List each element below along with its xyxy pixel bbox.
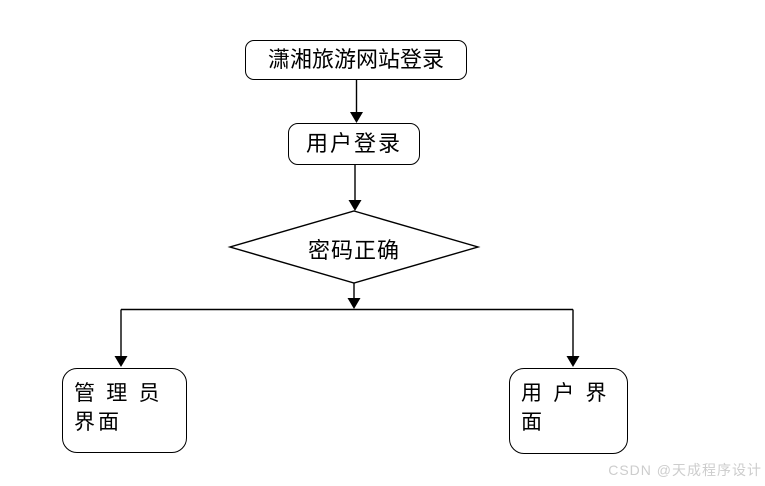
node-user-interface: 用 户 界 面 xyxy=(509,368,628,454)
node-user-interface-line2: 面 xyxy=(521,410,545,434)
arrowhead-decision xyxy=(348,200,362,211)
arrowhead-branchline xyxy=(347,298,361,309)
node-site-login: 潇湘旅游网站登录 xyxy=(245,40,467,80)
node-user-interface-line1: 用 户 界 xyxy=(521,381,610,405)
csdn-watermark: CSDN @天成程序设计 xyxy=(608,462,762,478)
node-admin-interface-line1: 管 理 员 xyxy=(74,381,163,405)
node-user-login-label: 用户登录 xyxy=(305,130,402,156)
node-password-check-label: 密码正确 xyxy=(307,238,400,263)
node-site-login-label: 潇湘旅游网站登录 xyxy=(267,46,444,72)
node-admin-interface: 管 理 员 界面 xyxy=(62,368,187,453)
arrowhead-user xyxy=(566,356,580,367)
arrowhead-admin xyxy=(114,356,128,367)
node-user-login: 用户登录 xyxy=(288,123,420,165)
arrowhead-userlogin xyxy=(350,112,363,123)
node-admin-interface-line2: 界面 xyxy=(74,410,122,434)
